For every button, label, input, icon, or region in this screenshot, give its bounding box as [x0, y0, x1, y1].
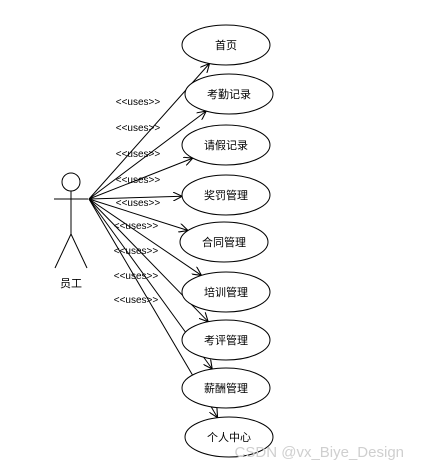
actor-left-leg: [54, 233, 72, 269]
uses-label: <<uses>>: [116, 97, 161, 108]
use-case: 考评管理: [181, 319, 271, 361]
use-case-ellipse: [181, 124, 271, 166]
association-edge: [88, 198, 202, 275]
uses-label: <<uses>>: [116, 123, 161, 134]
use-case-label: 考勤记录: [207, 88, 251, 101]
use-case: 奖罚管理: [181, 174, 271, 216]
use-case-ellipse: [184, 73, 274, 115]
association-edge: [88, 196, 182, 199]
uses-label: <<uses>>: [114, 221, 159, 232]
watermark: CSDN @vx_Biye_Design: [235, 444, 404, 461]
use-case: 考勤记录: [184, 73, 274, 115]
actor-head: [61, 172, 81, 192]
use-case-label: 薪酬管理: [204, 381, 248, 395]
uses-label: <<uses>>: [114, 295, 159, 306]
use-case-ellipse: [181, 271, 271, 313]
use-case: 合同管理: [179, 221, 269, 263]
use-case: 培训管理: [181, 271, 271, 313]
use-case-ellipse: [181, 367, 271, 409]
use-case-label: 首页: [215, 38, 237, 52]
use-case-label: 奖罚管理: [204, 188, 248, 202]
uses-label: <<uses>>: [114, 271, 159, 282]
uses-label: <<uses>>: [114, 246, 159, 257]
association-edge: [88, 198, 188, 231]
association-edge: [88, 158, 193, 200]
association-edge: [88, 111, 206, 200]
uses-labels: <<uses>> <<uses>> <<uses>> <<uses>> <<uses>>…: [114, 97, 161, 306]
uses-label: <<uses>>: [116, 175, 161, 186]
uses-label: <<uses>>: [116, 149, 161, 160]
use-case-label: 考评管理: [204, 333, 248, 347]
use-case: 请假记录: [181, 124, 271, 166]
use-case: 个人中心: [184, 416, 274, 458]
use-case-label: 请假记录: [204, 138, 248, 152]
use-case: 薪酬管理: [181, 367, 271, 409]
use-case-label: 合同管理: [202, 235, 246, 249]
actor: 员工: [54, 172, 88, 290]
use-case-label: 个人中心: [207, 431, 251, 444]
use-case-label: 培训管理: [204, 285, 248, 299]
use-case-ellipse: [181, 24, 271, 66]
use-case-ellipse: [179, 221, 269, 263]
use-case-ellipse: [184, 416, 274, 458]
actor-label: 员工: [60, 277, 82, 290]
uses-label: <<uses>>: [116, 198, 161, 209]
actor-right-leg: [70, 233, 88, 269]
use-case-ellipse: [181, 319, 271, 361]
use-case: 首页: [181, 24, 271, 66]
use-case-ellipse: [181, 174, 271, 216]
